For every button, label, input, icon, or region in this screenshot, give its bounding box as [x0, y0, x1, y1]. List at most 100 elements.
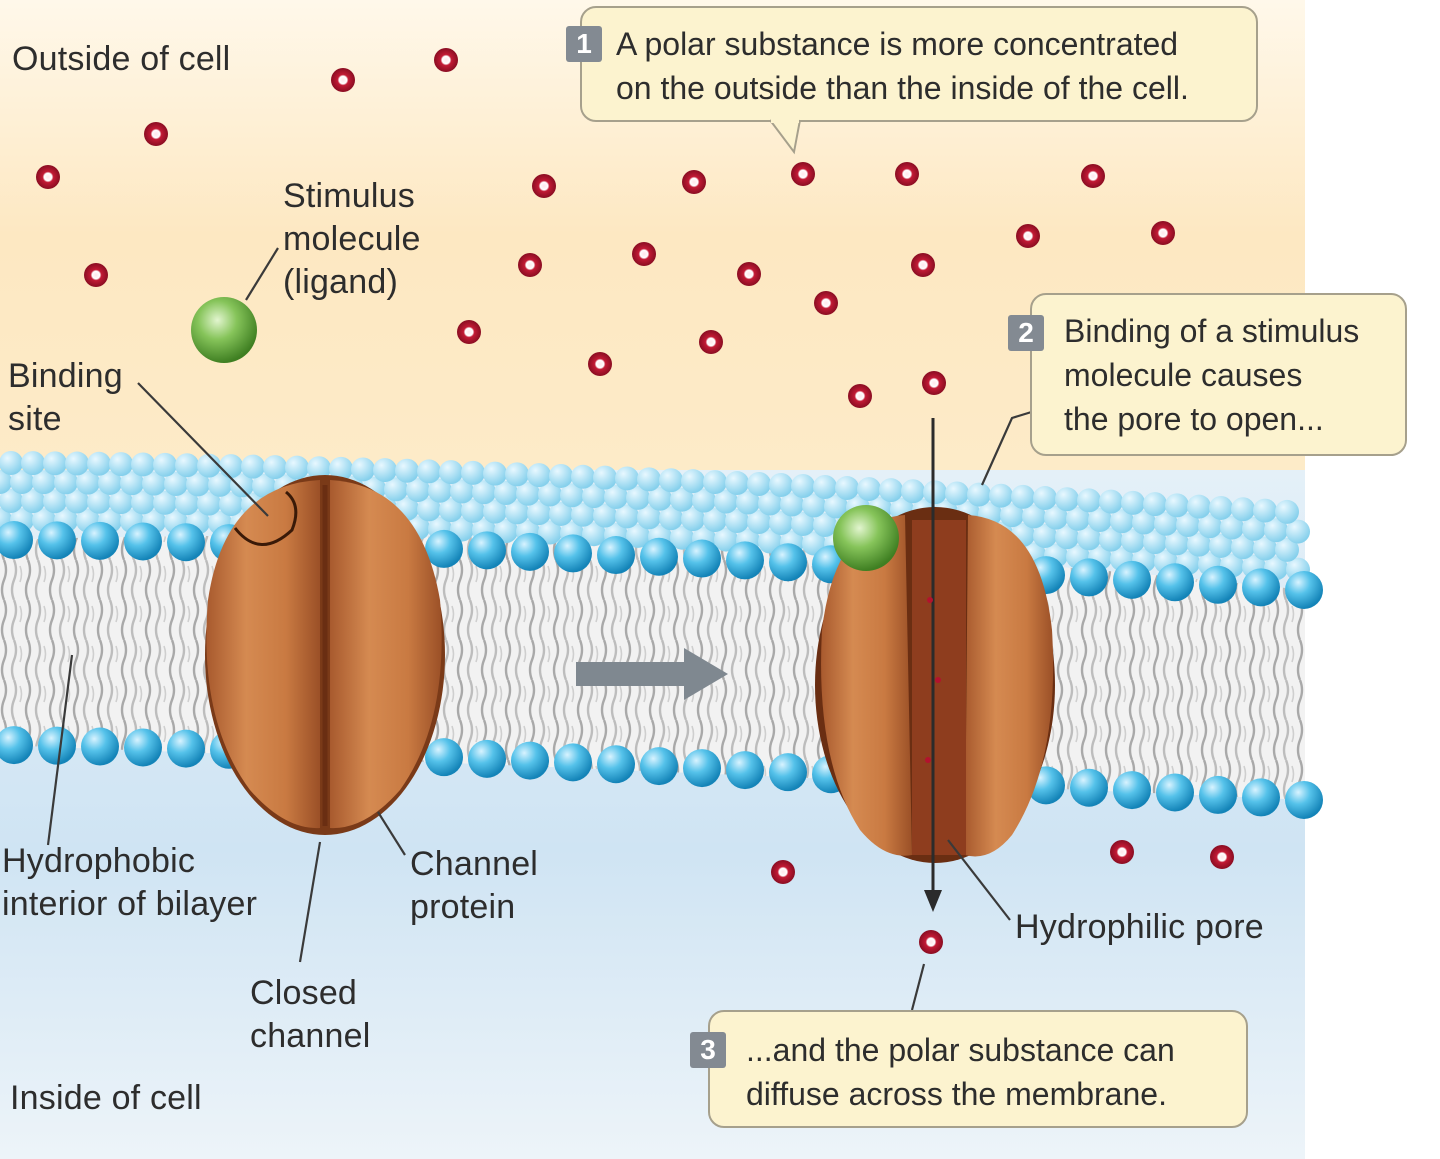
- lipid-head: [703, 508, 727, 533]
- lipid-head: [615, 504, 639, 529]
- step-2-callout: 2 Binding of a stimulus molecule causes …: [1008, 293, 1407, 456]
- lipid-head: [87, 451, 111, 476]
- hydrophobic-interior-label: Hydrophobic interior of bilayer: [2, 842, 258, 923]
- lipid-head: [659, 506, 683, 531]
- lipid-head: [461, 460, 485, 485]
- lipid-head: [0, 521, 33, 560]
- lipid-head: [1033, 524, 1057, 549]
- lipid-head: [43, 451, 67, 476]
- lipid-head: [43, 489, 67, 514]
- lipid-head: [54, 470, 78, 495]
- lipid-head: [681, 507, 705, 532]
- lipid-head: [483, 499, 507, 524]
- diffusion-arrow: [924, 418, 942, 912]
- lipid-head: [527, 501, 551, 526]
- lipid-head: [10, 470, 34, 495]
- lipid-head: [1154, 511, 1178, 536]
- lipid-head: [1055, 487, 1079, 512]
- lipid-head: [0, 726, 33, 765]
- lipid-head: [681, 469, 705, 494]
- lipid-head: [648, 486, 672, 511]
- lipid-head: [714, 527, 738, 552]
- lipid-head: [417, 459, 441, 484]
- leader-lines: [46, 247, 1039, 1011]
- polar-molecule: [331, 68, 355, 92]
- lipid-head: [1022, 504, 1046, 529]
- lipid-head: [1000, 503, 1024, 528]
- lipid-head: [683, 539, 721, 578]
- polar-molecule: [895, 162, 919, 186]
- binding-site-label: Binding site: [8, 357, 123, 438]
- lipid-head: [1088, 508, 1112, 533]
- polar-molecule: [699, 330, 723, 354]
- lipid-head: [142, 471, 166, 496]
- lipid-head: [511, 532, 549, 571]
- lipid-head: [38, 726, 76, 765]
- polar-molecule: [848, 384, 872, 408]
- lipid-head: [1220, 515, 1244, 540]
- lipid-head: [0, 451, 23, 476]
- closed-channel-label: Closed channel: [250, 974, 371, 1055]
- bound-ligand: [833, 505, 899, 571]
- lipid-head: [219, 492, 243, 517]
- lipid-head: [538, 482, 562, 507]
- lipid-head: [1121, 528, 1145, 553]
- step-2-number: 2: [1008, 315, 1044, 351]
- lipid-head: [1198, 514, 1222, 539]
- channel-protein-label: Channel protein: [410, 845, 539, 926]
- lipid-head: [153, 452, 177, 477]
- lipid-head: [65, 489, 89, 514]
- polar-molecule-in-pore: [925, 757, 931, 763]
- lipid-head: [593, 503, 617, 528]
- lipid-head: [1286, 519, 1310, 544]
- lipid-head: [417, 497, 441, 522]
- step-1-text: A polar substance is more concentrated o…: [616, 26, 1189, 106]
- polar-molecule: [532, 174, 556, 198]
- lipid-head: [725, 471, 749, 496]
- lipid-head: [124, 728, 162, 767]
- polar-molecule: [1210, 845, 1234, 869]
- lipid-head: [1033, 486, 1057, 511]
- lipid-head: [549, 463, 573, 488]
- lipid-head: [747, 472, 771, 497]
- lipid-head: [1066, 506, 1090, 531]
- lipid-head: [824, 494, 848, 519]
- lipid-head: [1113, 560, 1151, 599]
- lipid-head: [351, 457, 375, 482]
- lipid-head: [1044, 505, 1068, 530]
- lipid-head: [1253, 498, 1277, 523]
- lipid-head: [1275, 537, 1299, 562]
- lipid-head: [714, 489, 738, 514]
- lipid-head: [1187, 532, 1211, 557]
- polar-substance-molecules: [36, 48, 1234, 954]
- lipid-head: [219, 454, 243, 479]
- lipid-head: [626, 485, 650, 510]
- polar-molecule: [771, 860, 795, 884]
- lipid-head: [511, 741, 549, 780]
- lipid-head: [461, 498, 485, 523]
- lipid-head: [640, 537, 678, 576]
- lipid-head: [640, 747, 678, 786]
- lipid-head: [945, 481, 969, 506]
- lipid-head: [21, 451, 45, 476]
- stimulus-molecule-label: Stimulus molecule (ligand): [283, 177, 421, 301]
- lipid-head: [439, 498, 463, 523]
- lipid-head: [483, 461, 507, 486]
- lipid-head: [835, 476, 859, 501]
- lipid-head: [1099, 527, 1123, 552]
- polar-molecule: [632, 242, 656, 266]
- polar-molecule: [84, 263, 108, 287]
- lipid-head: [582, 484, 606, 509]
- lipid-head: [384, 477, 408, 502]
- lipid-head: [538, 520, 562, 545]
- lipid-head: [468, 531, 506, 570]
- lipid-head: [1156, 773, 1194, 812]
- lipid-head: [1113, 771, 1151, 810]
- outside-of-cell-label: Outside of cell: [12, 40, 231, 78]
- lipid-head: [1209, 533, 1233, 558]
- lipid-head: [1143, 492, 1167, 517]
- lipid-head: [1253, 536, 1277, 561]
- step-3-callout: 3 ...and the polar substance can diffuse…: [690, 1010, 1248, 1128]
- lipid-head: [505, 500, 529, 525]
